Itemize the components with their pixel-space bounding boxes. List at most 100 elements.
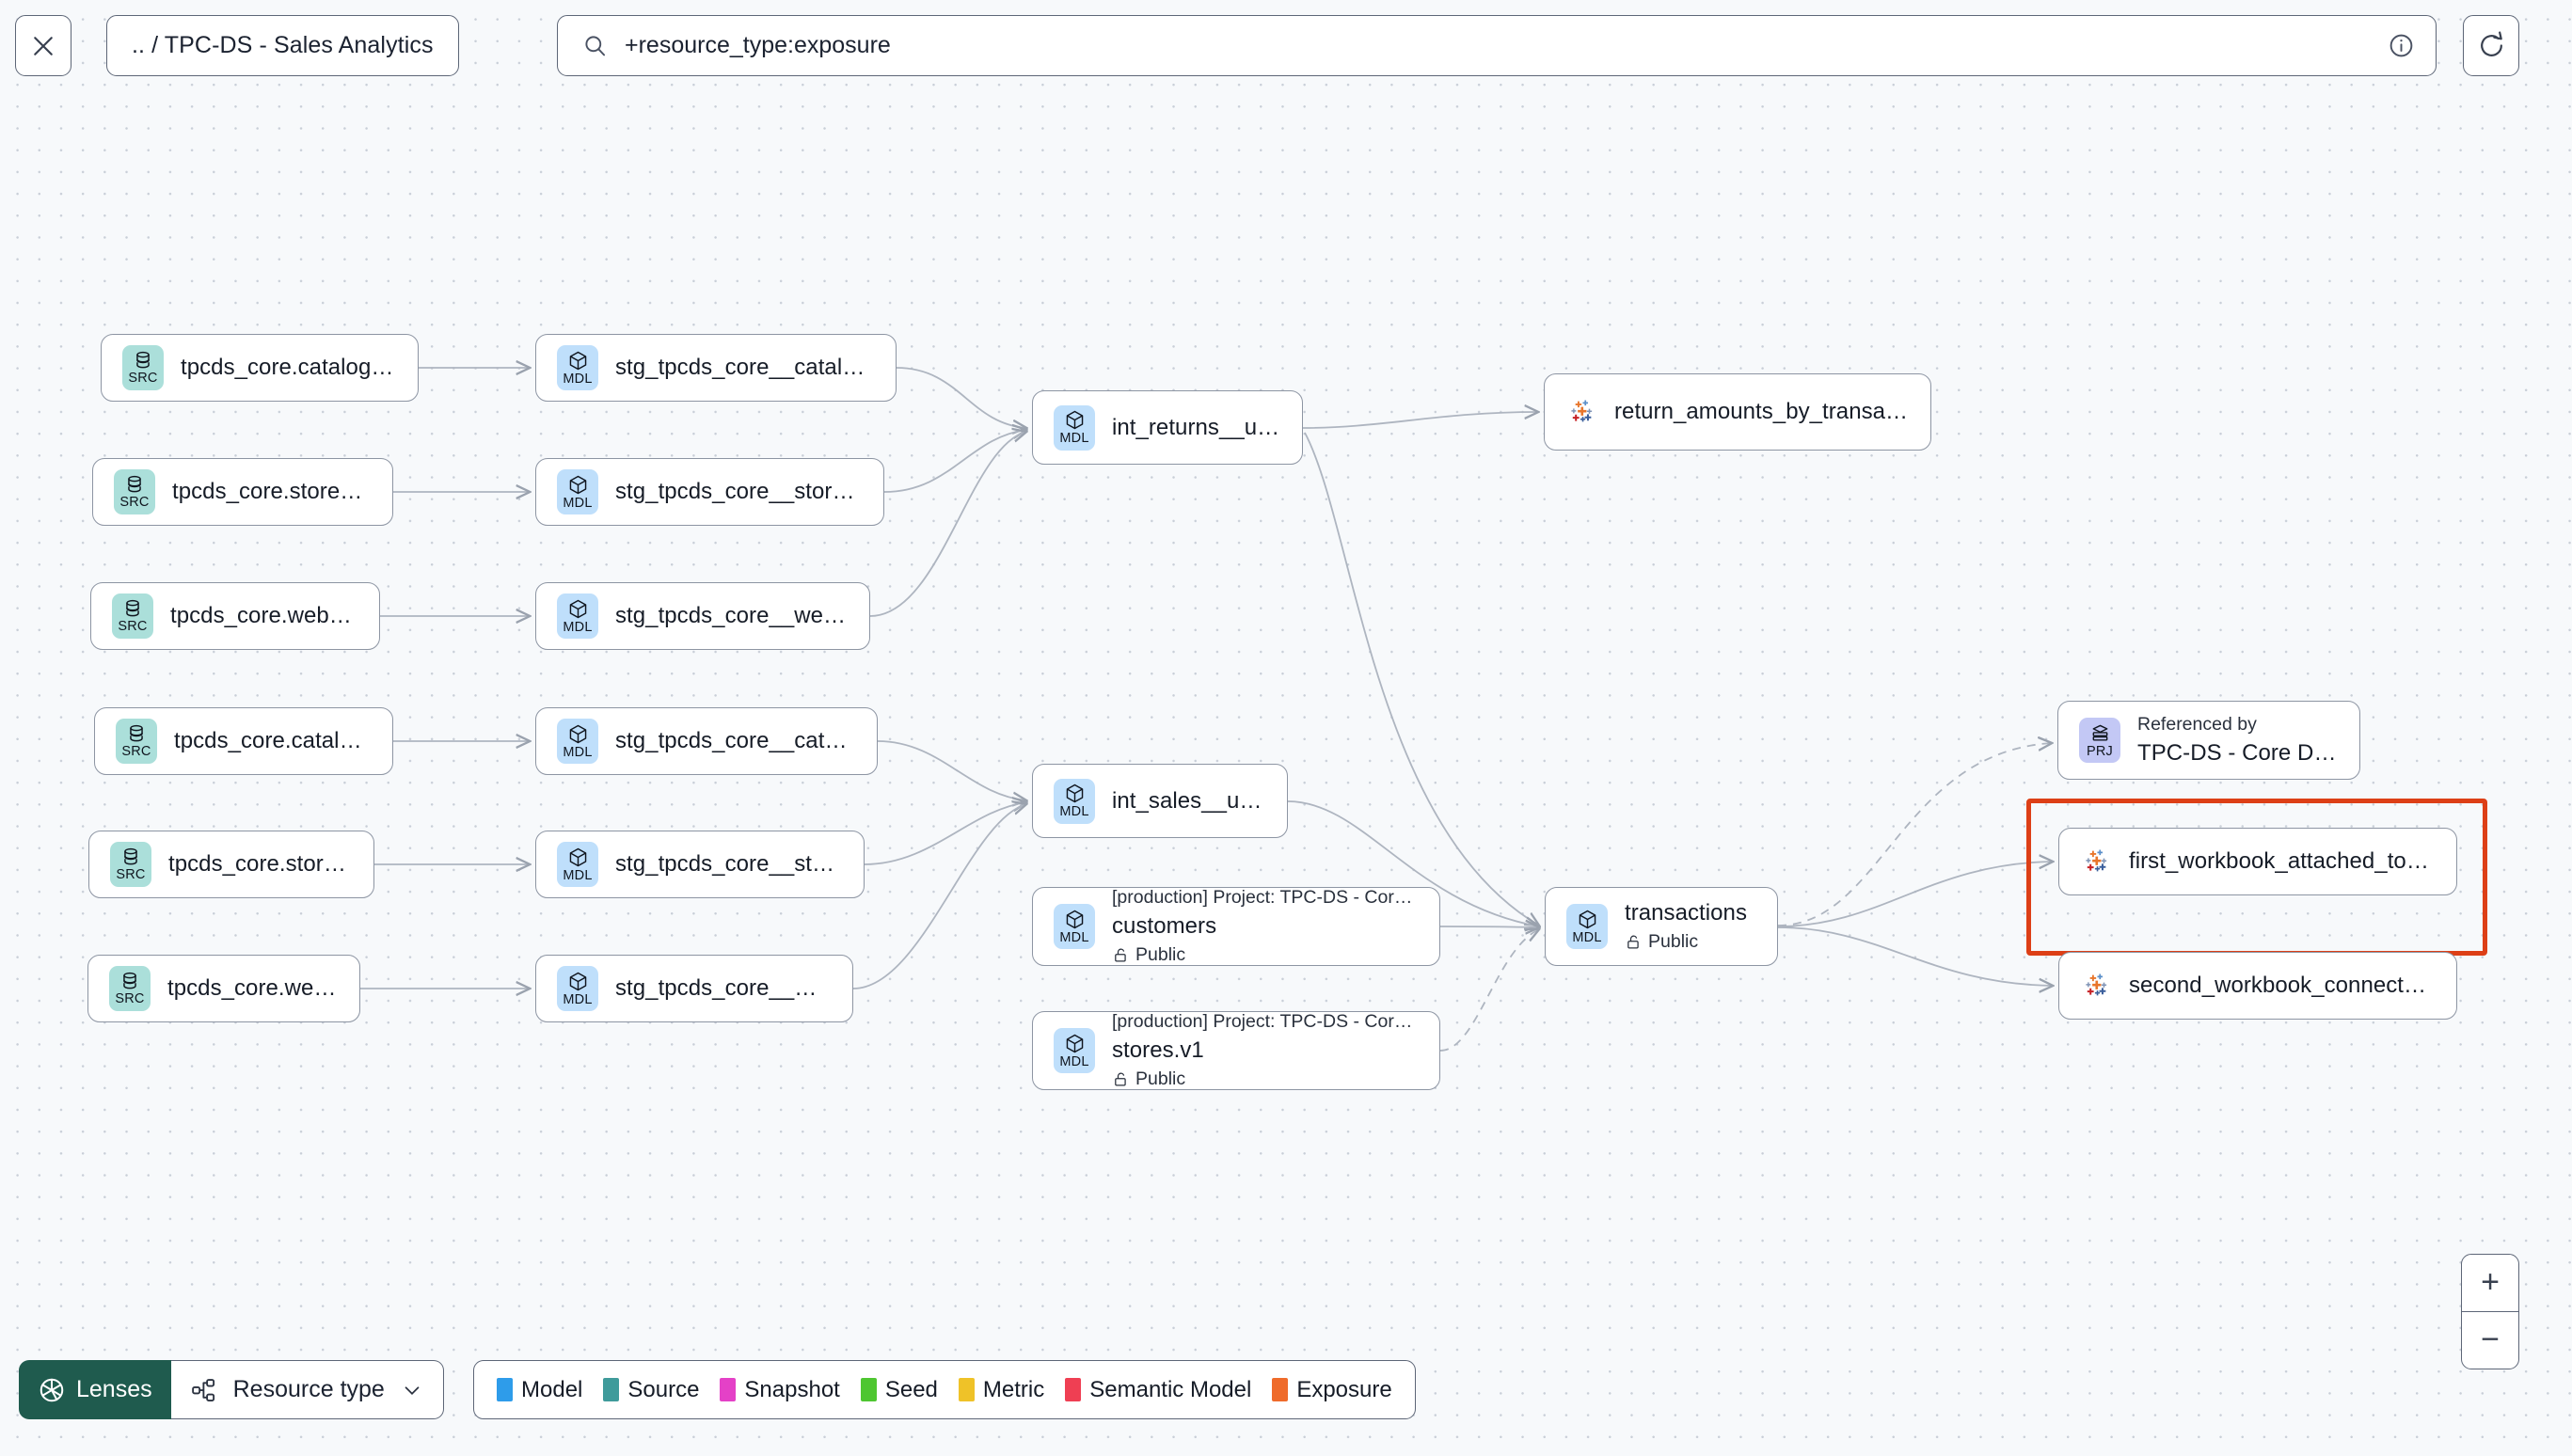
legend-item-semantic-model[interactable]: Semantic Model: [1065, 1377, 1251, 1403]
legend-item-source[interactable]: Source: [603, 1377, 699, 1403]
node-subtitle: Referenced by: [2137, 714, 2257, 735]
cube-icon: [569, 724, 586, 743]
legend-swatch: [860, 1378, 877, 1401]
graph-node-mdl_stg_catalog_sales[interactable]: MDL stg_tpcds_core__catalog_sales: [535, 707, 878, 775]
node-label: tpcds_core.catalog_returns: [181, 355, 397, 380]
node-text-column: return_amounts_by_transaction_type: [1614, 399, 1910, 425]
node-type-badge-label: MDL: [563, 371, 593, 387]
legend-label: Exposure: [1296, 1376, 1392, 1402]
graph-node-exp_first_workbook[interactable]: first_workbook_attached_to_tpc-ds_-_…: [2058, 828, 2457, 895]
node-type-badge-mdl: MDL: [557, 345, 598, 390]
graph-node-mdl_stg_catalog_returns[interactable]: MDL stg_tpcds_core__catalog_returns: [535, 334, 897, 402]
cube-icon: [1066, 910, 1083, 928]
graph-node-mdl_stores_v1[interactable]: MDL [production] Project: TPC-DS - Core D…: [1032, 1011, 1440, 1090]
node-label: stg_tpcds_core__catalog_sales: [615, 728, 856, 753]
node-type-badge-mdl: MDL: [1566, 904, 1608, 949]
node-text-column: stg_tpcds_core__catalog_sales: [615, 728, 856, 754]
lenses-control-group: Lenses Resource type: [19, 1360, 444, 1419]
node-access-meta: Public: [1112, 1068, 1419, 1090]
node-text-column: int_returns__unioned: [1112, 415, 1281, 441]
legend-item-metric[interactable]: Metric: [958, 1377, 1044, 1403]
legend-label: Seed: [884, 1376, 938, 1402]
graph-node-mdl_int_returns_unioned[interactable]: MDL int_returns__unioned: [1032, 390, 1303, 465]
hierarchy-icon: [191, 1378, 214, 1401]
graph-node-mdl_customers[interactable]: MDL[production] Project: TPC-DS - Core D…: [1032, 887, 1440, 966]
cube-icon: [569, 351, 586, 370]
node-label: int_returns__unioned: [1112, 414, 1281, 440]
cube-icon: [569, 475, 586, 494]
node-type-badge-mdl: MDL: [557, 966, 598, 1011]
search-input[interactable]: +resource_type:exposure: [557, 15, 2437, 76]
cube-icon: [1066, 411, 1083, 430]
legend-label: Source: [627, 1376, 700, 1402]
node-text-column: stg_tpcds_core__catalog_returns: [615, 355, 875, 381]
close-icon: [34, 36, 53, 55]
node-type-badge-mdl: MDL: [557, 469, 598, 514]
node-type-badge-label: MDL: [563, 744, 593, 760]
node-label: first_workbook_attached_to_tpc-ds_-_…: [2129, 848, 2436, 874]
refresh-button[interactable]: [2463, 15, 2519, 76]
close-button[interactable]: [15, 15, 71, 76]
legend-swatch: [1272, 1378, 1289, 1401]
node-label: stg_tpcds_core__web_returns: [615, 603, 849, 628]
node-access-label: Public: [1648, 931, 1699, 952]
node-type-badge-mdl: MDL: [557, 593, 598, 639]
node-access-label: Public: [1135, 944, 1186, 965]
graph-node-mdl_stg_web_returns[interactable]: MDL stg_tpcds_core__web_returns: [535, 582, 870, 650]
database-icon: [136, 352, 150, 369]
cube-icon: [1066, 784, 1083, 803]
legend-swatch: [603, 1378, 620, 1401]
node-type-badge-label: SRC: [121, 744, 151, 760]
node-type-badge-label: SRC: [116, 867, 146, 883]
node-label: tpcds_core.store_returns: [172, 479, 372, 504]
breadcrumb[interactable]: .. / TPC-DS - Sales Analytics: [106, 15, 459, 76]
legend-item-model[interactable]: Model: [497, 1377, 582, 1403]
graph-node-exp_return_amounts[interactable]: return_amounts_by_transaction_type: [1544, 373, 1931, 451]
zoom-in-button[interactable]: +: [2462, 1255, 2518, 1312]
node-type-badge-label: SRC: [118, 619, 148, 635]
legend-item-exposure[interactable]: Exposure: [1272, 1376, 1392, 1403]
node-type-badge-mdl: MDL: [1054, 1028, 1095, 1073]
node-type-badge-label: MDL: [563, 495, 593, 511]
node-text-column: stg_tpcds_core__store_sales: [615, 851, 843, 878]
graph-node-exp_second_workbook[interactable]: second_workbook_connected_to_live…: [2058, 952, 2457, 1020]
legend-item-seed[interactable]: Seed: [860, 1376, 938, 1403]
legend-item-snapshot[interactable]: Snapshot: [720, 1377, 840, 1403]
lenses-button[interactable]: Lenses: [19, 1360, 171, 1419]
database-icon: [130, 725, 143, 742]
node-subtitle: [production] Project: TPC-DS - Core Data…: [1112, 1011, 1419, 1032]
node-text-column: second_workbook_connected_to_live…: [2129, 973, 2436, 999]
node-type-badge-label: MDL: [563, 619, 593, 635]
node-access-meta: Public: [1112, 944, 1419, 966]
node-text-column: tpcds_core.store_returns: [172, 479, 372, 505]
top-toolbar: .. / TPC-DS - Sales Analytics +resource_…: [0, 0, 2572, 107]
node-label: transactions: [1625, 900, 1747, 926]
info-icon[interactable]: [2388, 32, 2415, 59]
node-type-badge-label: MDL: [1059, 431, 1089, 447]
node-type-badge-label: MDL: [1059, 804, 1089, 820]
node-text-column: tpcds_core.store_sales: [168, 851, 353, 878]
zoom-out-button[interactable]: −: [2481, 1321, 2500, 1358]
resource-type-dropdown[interactable]: Resource type: [170, 1360, 444, 1419]
graph-node-src_store_sales[interactable]: SRC tpcds_core.store_sales: [88, 831, 374, 898]
node-access-label: Public: [1135, 1068, 1186, 1089]
node-type-badge-label: MDL: [1572, 929, 1602, 945]
node-label: customers: [1112, 913, 1217, 939]
lenses-label: Lenses: [76, 1376, 152, 1402]
node-type-badge-src: SRC: [110, 842, 151, 887]
